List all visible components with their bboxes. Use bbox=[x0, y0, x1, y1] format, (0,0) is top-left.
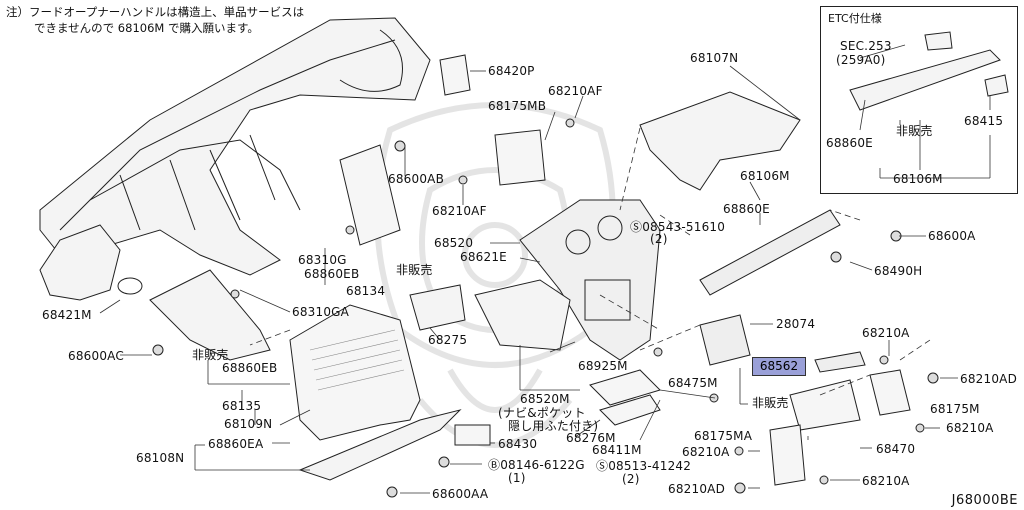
part-label-68210AD-1: 68210AD bbox=[960, 372, 1018, 386]
part-label-68175MA: 68175MA bbox=[694, 429, 753, 443]
etc-label-not-for-sale: 非販売 bbox=[896, 124, 933, 138]
part-label-68210A-4: 68210A bbox=[862, 474, 910, 488]
part-68420P bbox=[439, 54, 471, 96]
note-line-1: 注）フードオープナーハンドルは構造上、単品サービスは bbox=[6, 5, 305, 19]
part-label-68310GA: 68310GA bbox=[292, 305, 350, 319]
part-label-68135: 68135 bbox=[222, 399, 262, 413]
part-label-68134: 68134 bbox=[346, 284, 386, 298]
part-label-68276M: 68276M bbox=[566, 431, 616, 445]
knee-panel bbox=[149, 269, 271, 361]
part-label-68600AC: 68600AC bbox=[68, 349, 124, 363]
part-label-not-for-sale-3: 非販売 bbox=[752, 396, 789, 410]
part-label-68860EA: 68860EA bbox=[208, 437, 264, 451]
bottom-strip bbox=[298, 409, 462, 481]
etc-label-68415: 68415 bbox=[964, 114, 1004, 128]
part-label-68310G: 68310G bbox=[298, 253, 347, 267]
part-label-68107N: 68107N bbox=[690, 51, 739, 65]
part-label-08513-41242: Ⓢ08513-41242 bbox=[596, 459, 692, 473]
part-label-68430: 68430 bbox=[498, 437, 538, 451]
part-label-68421M: 68421M bbox=[42, 308, 92, 322]
part-label-68600AB: 68600AB bbox=[388, 172, 445, 186]
etc-label-sec-code: (259A0) bbox=[836, 53, 886, 67]
part-label-qty-1: (1) bbox=[508, 471, 526, 485]
upper-cover bbox=[639, 91, 801, 191]
part-label-68520M: 68520M bbox=[520, 392, 570, 406]
part-label-68621E: 68621E bbox=[460, 250, 507, 264]
etc-label-sec: SEC.253 bbox=[840, 39, 892, 53]
part-label-68210AF-top: 68210AF bbox=[548, 84, 603, 98]
part-label-68210A-1: 68210A bbox=[862, 326, 910, 340]
part-label-28074: 28074 bbox=[776, 317, 816, 331]
note-line-2: できませんので 68106M で購入願います。 bbox=[34, 21, 259, 35]
part-label-68860E: 68860E bbox=[723, 202, 770, 216]
part-label-68520M-note-1: (ナビ&ポケット bbox=[498, 406, 586, 420]
part-label-68520M-note-2: 隠し用ふた付き) bbox=[508, 419, 599, 433]
part-label-68520: 68520 bbox=[434, 236, 474, 250]
part-label-68210A-2: 68210A bbox=[946, 421, 994, 435]
display-unit bbox=[699, 314, 751, 366]
diagram-code: J68000BE bbox=[951, 493, 1018, 508]
storage-box bbox=[409, 284, 466, 331]
note: 注）フードオープナーハンドルは構造上、単品サービスは できませんので 68106… bbox=[6, 4, 304, 36]
part-label-68562-highlighted: 68562 bbox=[752, 357, 806, 376]
etc-inset-title: ETC付仕様 bbox=[828, 12, 882, 25]
part-label-qty-2-b: (2) bbox=[622, 472, 640, 486]
lower-panel bbox=[289, 304, 421, 441]
bracket-68175MB bbox=[494, 129, 546, 186]
part-label-68475M: 68475M bbox=[668, 376, 718, 390]
part-number-08146-6122G: 08146-6122G bbox=[500, 458, 585, 472]
part-label-68490H: 68490H bbox=[874, 264, 923, 278]
part-label-68175MB: 68175MB bbox=[488, 99, 547, 113]
part-number-08543-51610: 08543-51610 bbox=[642, 220, 726, 234]
part-label-68600AA: 68600AA bbox=[432, 487, 489, 501]
part-label-not-for-sale-2: 非販売 bbox=[192, 348, 229, 362]
pocket-box bbox=[474, 279, 571, 351]
part-label-68470: 68470 bbox=[876, 442, 916, 456]
part-label-68106M: 68106M bbox=[740, 169, 790, 183]
part-number-08513-41242: 08513-41242 bbox=[608, 459, 692, 473]
part-label-68411M: 68411M bbox=[592, 443, 642, 457]
part-label-68175M: 68175M bbox=[930, 402, 980, 416]
part-label-68210AF-mid: 68210AF bbox=[432, 204, 487, 218]
side-panel bbox=[39, 224, 121, 301]
part-label-08543-51610: Ⓢ08543-51610 bbox=[630, 220, 726, 234]
etc-inset-box bbox=[820, 6, 1018, 194]
part-label-68925M: 68925M bbox=[578, 359, 628, 373]
part-label-qty-2-a: (2) bbox=[650, 232, 668, 246]
part-label-68420P: 68420P bbox=[488, 64, 535, 78]
part-label-68275: 68275 bbox=[428, 333, 468, 347]
part-label-68108N: 68108N bbox=[136, 451, 185, 465]
etc-label-68106M: 68106M bbox=[893, 172, 943, 186]
etc-label-68860E: 68860E bbox=[826, 136, 873, 150]
part-label-68860EB-lower: 68860EB bbox=[222, 361, 278, 375]
mesh-bracket bbox=[339, 144, 401, 246]
part-label-68600A: 68600A bbox=[928, 229, 976, 243]
part-label-08146-6122G: Ⓑ08146-6122G bbox=[488, 458, 585, 472]
part-label-68109N: 68109N bbox=[224, 417, 273, 431]
part-label-68210AD-2: 68210AD bbox=[668, 482, 726, 496]
part-label-not-for-sale-1: 非販売 bbox=[396, 263, 433, 277]
finisher-strip bbox=[699, 209, 841, 296]
part-label-68860EB-upper: 68860EB bbox=[304, 267, 360, 281]
part-label-68210A-3: 68210A bbox=[682, 445, 730, 459]
